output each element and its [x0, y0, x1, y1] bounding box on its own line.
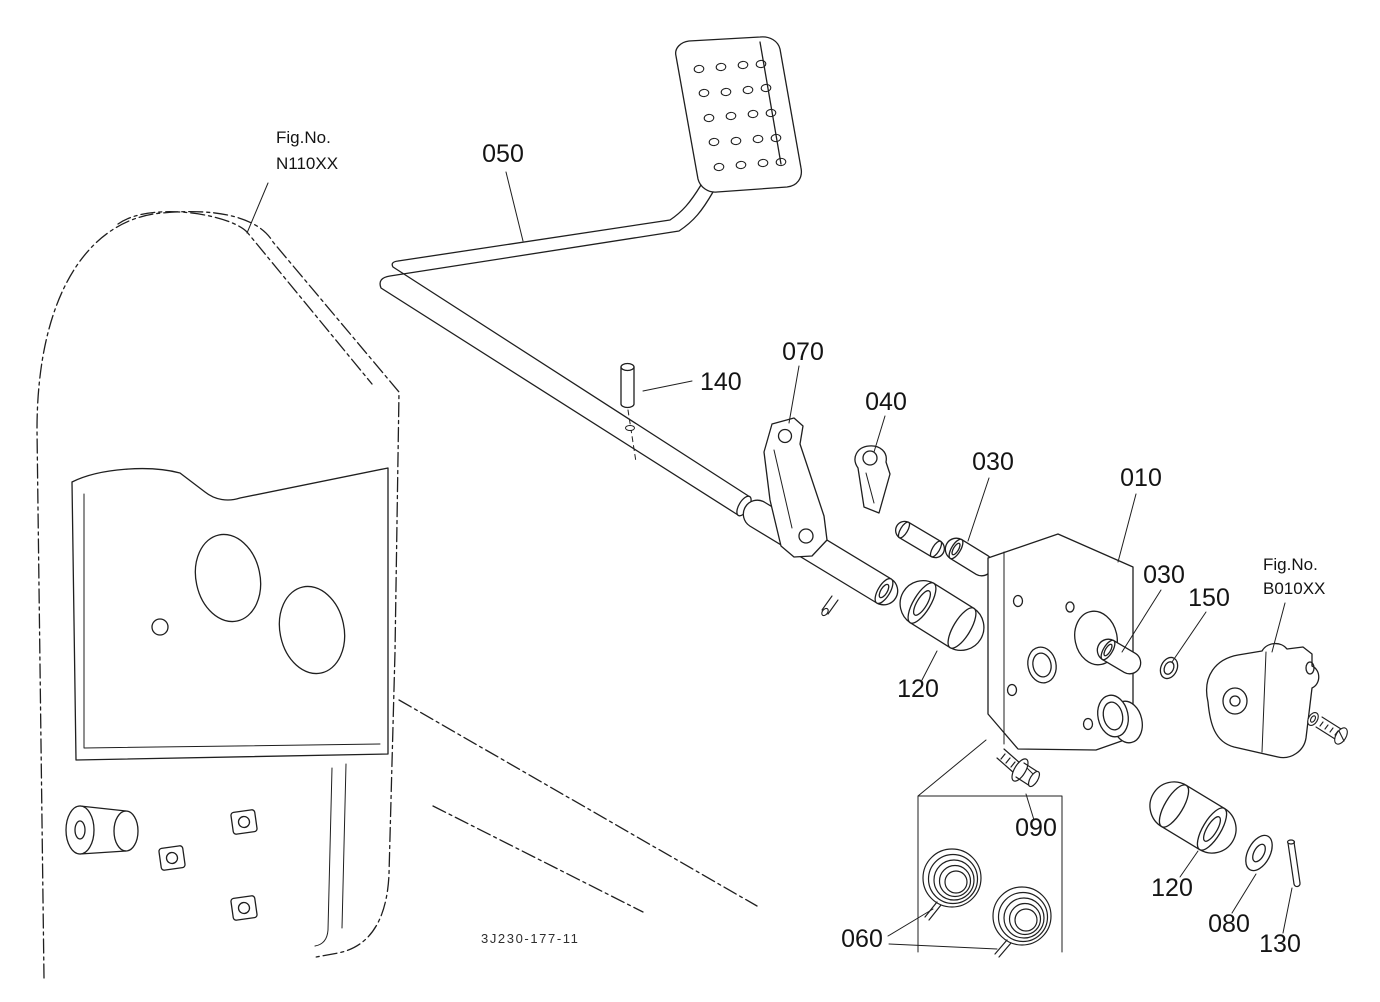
- label-120-a: 120: [897, 675, 939, 703]
- label-040: 040: [865, 388, 907, 416]
- panel-nut-2: [158, 845, 186, 871]
- panel-opening: [71, 467, 389, 761]
- switch-assembly: [1206, 642, 1348, 759]
- label-060: 060: [841, 925, 883, 953]
- panel-stud: [65, 805, 139, 855]
- fig-ref-left-line2: N110XX: [276, 154, 338, 173]
- bushing-120-left: [899, 580, 985, 651]
- fig-ref-right-line1: Fig.No.: [1263, 555, 1318, 574]
- panel-nut-1: [230, 809, 258, 835]
- bolt-090: [996, 748, 1041, 788]
- torsion-springs-060: [922, 848, 1052, 958]
- bushing-030-right: [1096, 638, 1142, 675]
- leader-lines: [246, 171, 1293, 950]
- part-labels: 050 140 070 040 030 010 030 150 120 090 …: [276, 128, 1325, 958]
- spring-1: [922, 848, 982, 921]
- fig-ref-right-line2: B010XX: [1263, 579, 1325, 598]
- snap-ring-150: [1159, 656, 1179, 680]
- label-070: 070: [782, 338, 824, 366]
- label-010: 010: [1120, 464, 1162, 492]
- pin-140: [620, 362, 637, 463]
- switch-screw: [1307, 712, 1348, 745]
- panel-hole-right: [278, 585, 346, 675]
- label-150: 150: [1188, 584, 1230, 612]
- label-030-a: 030: [972, 448, 1014, 476]
- spring-pin: [821, 595, 839, 617]
- label-120-b: 120: [1151, 874, 1193, 902]
- bushing-120-right: [1149, 781, 1237, 854]
- label-130: 130: [1259, 930, 1301, 958]
- pedal-arm: [379, 184, 752, 517]
- label-050: 050: [482, 140, 524, 168]
- plate-040: [854, 445, 891, 514]
- fig-ref-left-line1: Fig.No.: [276, 128, 331, 147]
- label-140: 140: [700, 368, 742, 396]
- panel-nut-3: [230, 895, 258, 921]
- drawing-number: 3J230-177-11: [481, 931, 579, 946]
- bracket-070: [763, 417, 828, 558]
- pedal-plate: [675, 36, 803, 193]
- pin-130: [1286, 839, 1301, 888]
- bracket-010: [987, 533, 1143, 751]
- pedal-050: [379, 36, 899, 617]
- shaft-spacer: [895, 520, 945, 559]
- label-090: 090: [1015, 814, 1057, 842]
- panel-small-hole: [151, 618, 169, 636]
- bracket-010-large-hole: [1074, 610, 1118, 666]
- spring-2: [992, 886, 1052, 958]
- spring-detail-box: [917, 739, 1063, 953]
- bushing-030-upper: [944, 537, 994, 577]
- machine-body-panel: [36, 210, 758, 979]
- washer-080: [1245, 834, 1273, 872]
- label-080: 080: [1208, 910, 1250, 938]
- pedal-plate-holes: [693, 59, 787, 172]
- panel-hole-left: [194, 533, 262, 623]
- label-030-b: 030: [1143, 561, 1185, 589]
